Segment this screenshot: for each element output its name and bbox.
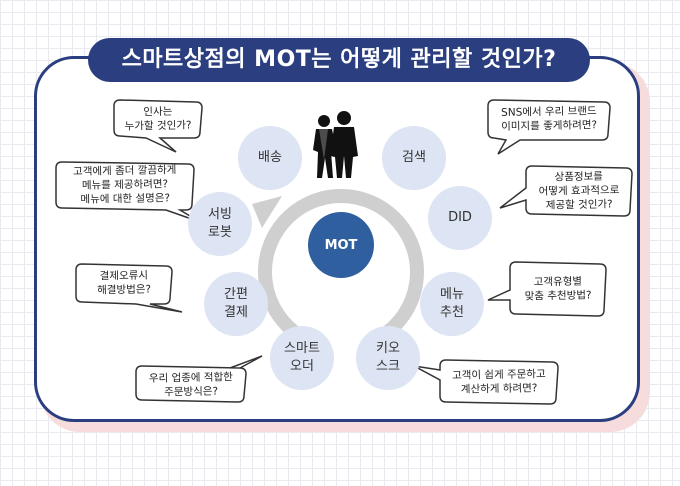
node-kiosk: 키오 스크 (356, 326, 420, 390)
bubble-order-method-text: 우리 업종에 적합한 주문방식은? (148, 371, 233, 399)
bubble-greeting-text: 인사는 누가할 것인가? (124, 105, 192, 133)
bubble-greeting (113, 99, 203, 153)
cycle-arrowhead (252, 196, 282, 228)
bubble-serving-menu (55, 161, 201, 223)
node-menu-recommend: 메뉴 추천 (420, 272, 484, 336)
bubble-product-info-text: 상품정보를 어떻게 효과적으로 제공할 것인가? (538, 170, 620, 212)
page-title: 스마트상점의 MOT는 어떻게 관리할 것인가? (88, 38, 590, 82)
bubble-recommend-method-text: 고객유형별 맞춤 추천방법? (524, 275, 592, 303)
node-search: 검색 (382, 126, 446, 190)
node-serving-robot: 서빙 로봇 (188, 192, 252, 256)
bubble-easy-order-text: 고객이 쉽게 주문하고 계산하게 하려면? (451, 368, 546, 396)
bubble-payment-error (75, 263, 183, 313)
bubble-payment-error-text: 결제오류시 해결방법은? (97, 269, 152, 297)
bubble-sns-brand-text: SNS에서 우리 브랜드 이미지를 좋게하려면? (501, 105, 598, 133)
bubble-sns-brand (487, 99, 611, 155)
node-did: DID (428, 186, 492, 250)
bubble-serving-menu-text: 고객에게 좀더 깔끔하게 메뉴를 제공하려면? 메뉴에 대한 설명은? (73, 164, 177, 206)
bubble-product-info (499, 165, 633, 217)
bubble-easy-order (413, 359, 559, 405)
center-mot: MOT (308, 212, 374, 278)
business-people-icon (313, 111, 358, 178)
node-easy-pay: 간편 결제 (204, 272, 268, 336)
node-delivery: 배송 (238, 126, 302, 190)
bubble-order-method (135, 355, 263, 403)
node-smart-order: 스마트 오더 (270, 326, 334, 390)
bubble-recommend-method (487, 261, 607, 317)
cycle-arrow-ring (258, 189, 424, 342)
